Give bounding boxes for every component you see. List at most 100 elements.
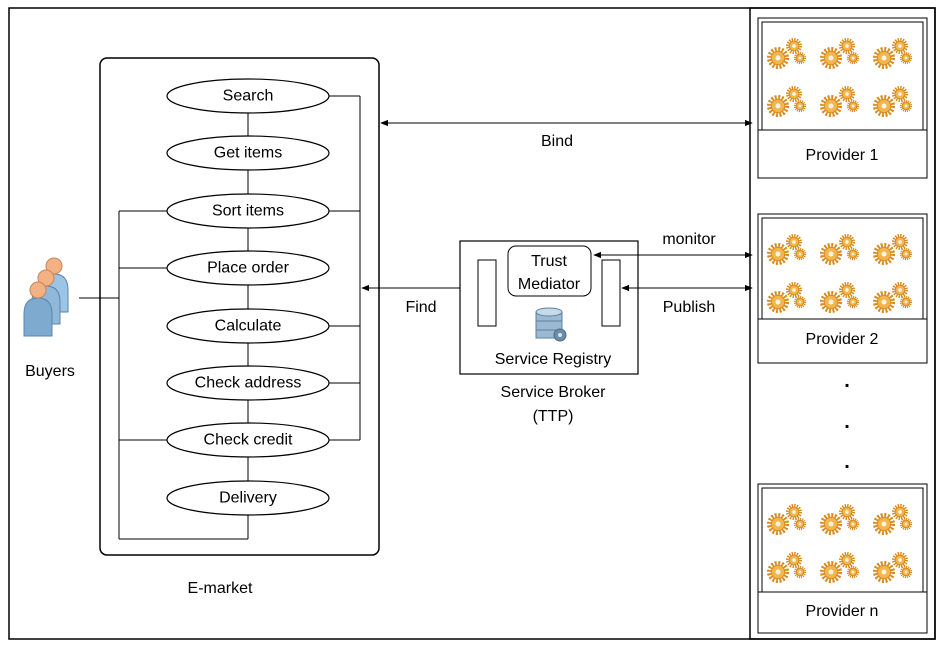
trust-mediator-box [507,245,592,297]
buyers-icon [23,257,69,337]
gear-icon [892,552,908,568]
ellipsis-dot-3: . [844,451,850,473]
gear-icon [819,94,843,118]
gear-icon [839,234,855,250]
emarket-steps [166,78,330,516]
step-delivery[interactable] [166,480,330,516]
monitor-label: monitor [662,231,716,248]
step-label-delivery: Delivery [219,490,277,507]
gear-icon [786,282,802,298]
gear-icon [872,242,896,266]
service-broker-ttp-label: (TTP) [533,408,574,425]
step-label-place-order: Place order [207,260,289,277]
gear-icon [819,242,843,266]
broker-right-port [601,259,621,327]
step-search[interactable] [166,78,330,114]
emarket-label: E-market [188,580,253,597]
gear-icon [766,512,790,536]
step-get-items[interactable] [166,135,330,171]
bind-label: Bind [541,133,573,150]
step-place-order[interactable] [166,250,330,286]
step-calculate[interactable] [166,308,330,344]
provider-n-label: Provider n [806,603,879,620]
gear-icon [899,565,913,579]
services-icon [766,38,913,118]
gear-icon [786,86,802,102]
gear-icon [839,86,855,102]
step-check-credit[interactable] [166,422,330,458]
step-label-sort-items: Sort items [212,203,284,220]
provider-1 [757,17,928,179]
step-label-calculate: Calculate [215,318,282,335]
gear-icon [872,290,896,314]
gear-icon [899,247,913,261]
gear-icon [872,94,896,118]
gear-icon [819,290,843,314]
gear-icon [846,565,860,579]
gear-icon [892,38,908,54]
step-sort-items[interactable] [166,193,330,229]
step-label-check-credit: Check credit [204,432,293,449]
ellipsis-dot-1: . [844,370,850,392]
gear-icon [872,46,896,70]
gear-icon [793,295,807,309]
gear-icon [839,282,855,298]
gear-icon [892,234,908,250]
gear-icon [793,565,807,579]
service-registry-label: Service Registry [495,351,611,368]
gear-icon [819,560,843,584]
services-icon [766,504,913,584]
gear-icon [786,552,802,568]
provider-2 [757,213,928,364]
gear-icon [892,504,908,520]
broker-left-port [477,259,497,327]
gear-icon [793,51,807,65]
emarket-container [99,57,380,556]
gear-icon [846,51,860,65]
gear-icon [899,51,913,65]
service-broker-label: Service Broker [501,384,607,401]
gear-icon [819,46,843,70]
gear-icon [786,504,802,520]
gear-icon [892,86,908,102]
gear-icon [786,38,802,54]
right-bracket [329,95,361,441]
step-check-address[interactable] [166,365,330,401]
gear-icon [793,247,807,261]
buyers-label: Buyers [25,363,75,380]
provider-1-label: Provider 1 [806,147,879,164]
gear-icon [846,247,860,261]
provider-2-label: Provider 2 [806,331,879,348]
services-icon [766,234,913,314]
gear-icon [899,99,913,113]
gear-icon [766,290,790,314]
provider-column [749,7,936,640]
gear-icon [839,38,855,54]
gear-icon [766,46,790,70]
step-label-check-address: Check address [195,375,302,392]
gear-icon [846,99,860,113]
gear-icon [899,295,913,309]
gear-icon [819,512,843,536]
step-label-get-items: Get items [214,145,282,162]
find-label: Find [405,299,436,316]
step-label-search: Search [223,88,274,105]
gear-icon [793,99,807,113]
trust-mediator-line2: Mediator [518,276,581,293]
gear-icon [839,552,855,568]
trust-mediator-line1: Trust [531,253,567,270]
publish-label: Publish [663,299,715,316]
provider-n [757,483,928,634]
gear-icon [872,512,896,536]
gear-icon [766,242,790,266]
gear-icon [793,517,807,531]
gear-icon [892,282,908,298]
gear-icon [899,517,913,531]
ellipsis-dot-2: . [844,411,850,433]
gear-icon [766,560,790,584]
gear-icon [872,560,896,584]
gear-icon [846,295,860,309]
gear-icon [786,234,802,250]
gear-icon [839,504,855,520]
